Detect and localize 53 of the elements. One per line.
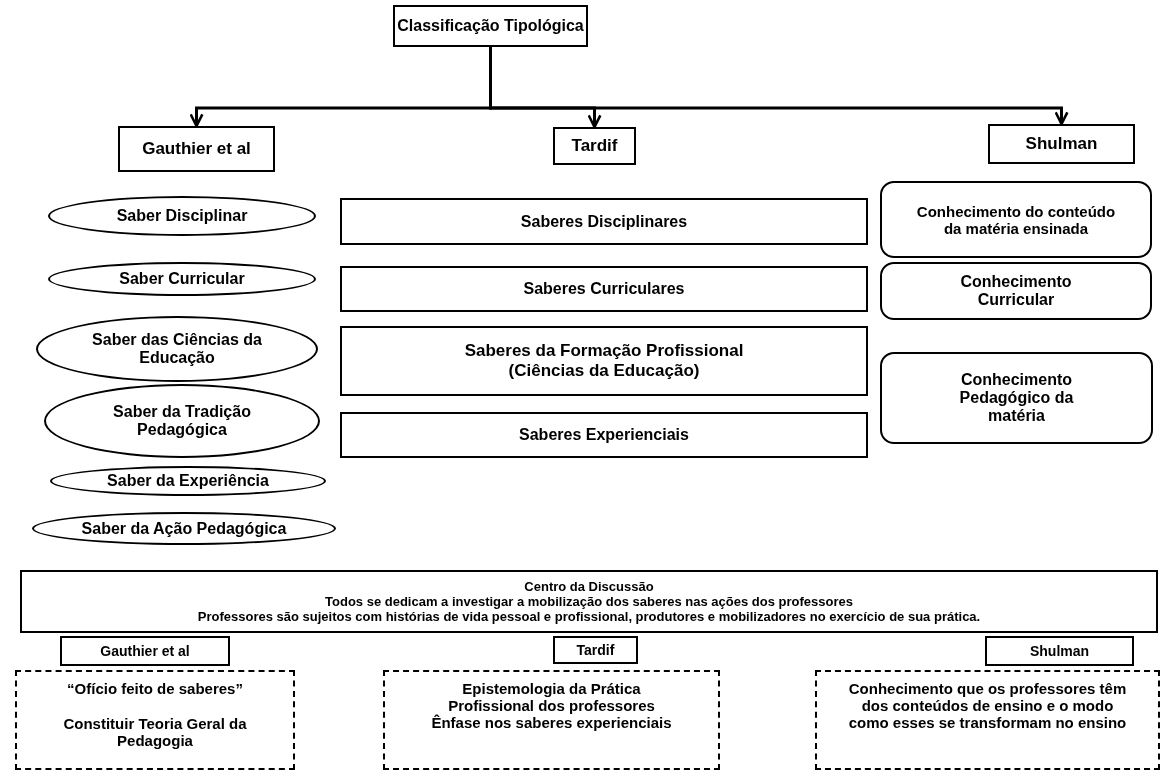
node-label: Conhecimento que os professores têm dos conteúdos de ensino e o modo como esses se transformam no ensino [847, 680, 1128, 731]
node-label: Shulman [1028, 643, 1091, 659]
node-label: Classificação Tipológica [396, 17, 585, 35]
rounded-box [880, 352, 1153, 444]
label-box [60, 636, 230, 666]
ellipse [36, 316, 318, 382]
node-label: Tardif [575, 642, 616, 658]
node-label: Saber Disciplinar [115, 207, 249, 225]
node-label: Epistemologia da Prática Profissional dos professores [447, 680, 656, 714]
ellipse [32, 512, 336, 545]
node-label: Saberes Disciplinares [519, 212, 689, 231]
label-box [988, 124, 1135, 164]
label-box [118, 126, 275, 172]
node-label: Professores são sujeitos com histórias de vida pessoal e profissional, produtores e mobilizadores no exercício de sua prática. [196, 609, 982, 624]
node-label: Tardif [570, 136, 619, 156]
node-label: Gauthier et al [141, 139, 252, 159]
category-box [340, 266, 868, 312]
node-label: Saber das Ciências da Educação [91, 331, 263, 367]
node-label: Saberes Experienciais [518, 426, 690, 444]
rounded-box [880, 181, 1152, 258]
node-label: “Ofício feito de saberes” [66, 680, 244, 697]
node-label: Centro da Discussão [523, 579, 655, 594]
node-label: Conhecimento Pedagógico da matéria [958, 371, 1075, 425]
ellipse [48, 196, 316, 236]
dashed-box [383, 670, 720, 770]
node-label: Ênfase nos saberes experienciais [430, 714, 673, 731]
label-box [553, 636, 638, 664]
node-label: Saber da Experiência [106, 472, 270, 490]
label-box [20, 570, 1158, 633]
node-label: Conhecimento do conteúdo da matéria ensinada [915, 202, 1117, 237]
node-label: Saberes Curriculares [522, 280, 686, 298]
arrow [489, 47, 1069, 126]
label-box [393, 5, 588, 47]
category-box [340, 198, 868, 245]
node-label: Constituir Teoria Geral da Pedagogia [62, 715, 248, 749]
ellipse [50, 466, 326, 496]
ellipse [44, 384, 320, 458]
category-box [340, 412, 868, 458]
node-label: Conhecimento Curricular [959, 273, 1073, 309]
node-label: Saber da Ação Pedagógica [80, 519, 288, 538]
dashed-box [15, 670, 295, 770]
rounded-box [880, 262, 1152, 320]
node-label: Saber da Tradição Pedagógica [112, 403, 252, 439]
node-label: Saberes da Formação Profissional (Ciências da Educação) [463, 341, 745, 381]
label-box [553, 127, 636, 165]
dashed-box [815, 670, 1160, 770]
category-box [340, 326, 868, 396]
ellipse [48, 262, 316, 296]
node-label: Saber Curricular [118, 270, 246, 288]
node-label: Todos se dedicam a investigar a mobilização dos saberes nas ações dos professores [324, 594, 854, 609]
node-label: Gauthier et al [99, 643, 191, 659]
label-box [985, 636, 1134, 666]
node-label: Shulman [1024, 134, 1099, 154]
